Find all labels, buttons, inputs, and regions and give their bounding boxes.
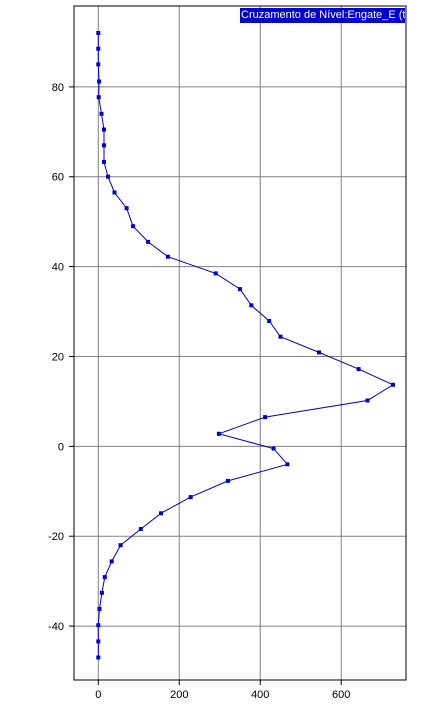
data-point [317,350,321,355]
plot-frame [73,5,407,681]
data-point [97,79,102,84]
data-point [365,398,370,403]
data-point [96,655,101,660]
data-point [112,190,117,195]
data-point [131,224,136,229]
data-point [188,495,193,500]
legend-entry: Cruzamento de Nível:Engate_E (tf) [240,8,405,23]
y-tick-label: -40 [48,621,64,633]
data-point [165,254,170,259]
y-tick-label: 80 [52,82,64,94]
data-point [271,446,276,451]
grid-lines [74,6,406,680]
y-tick-label: 40 [52,262,64,274]
data-point [109,559,114,564]
data-point [238,287,242,292]
data-point [96,95,101,100]
y-tick-label: 20 [52,351,64,363]
data-point [96,46,101,51]
data-point [96,62,101,67]
data-point [99,590,104,595]
data-point [102,127,106,132]
series-plot [96,31,395,660]
tick-labels: 0 200 400 600 -40 -20 0 20 40 60 80 [48,82,350,701]
data-point [118,543,123,548]
data-point [278,334,283,339]
x-tick-label: 0 [95,689,101,701]
data-point [159,511,163,516]
data-point [216,431,221,436]
data-point [124,206,129,211]
data-point [106,174,110,179]
data-point [391,382,395,387]
data-point [96,31,101,35]
tick-marks [69,86,342,685]
data-point [102,143,106,148]
data-point [356,367,361,372]
data-point [249,303,254,308]
series-line [97,33,395,658]
data-point [263,415,268,420]
data-point [138,527,143,531]
data-point [285,462,290,467]
x-tick-label: 600 [332,689,350,701]
y-tick-label: -20 [48,531,64,543]
x-tick-label: 200 [170,689,188,701]
data-point [146,239,151,244]
data-point [267,319,272,323]
data-point [97,607,102,611]
data-point [96,623,101,628]
data-point [102,159,106,164]
y-tick-label: 0 [58,441,64,453]
y-tick-label: 60 [52,172,64,184]
x-tick-label: 400 [251,689,269,701]
data-point [213,271,218,276]
data-point [102,575,107,580]
data-point [99,111,104,116]
data-point [96,639,101,644]
data-point [225,478,230,483]
